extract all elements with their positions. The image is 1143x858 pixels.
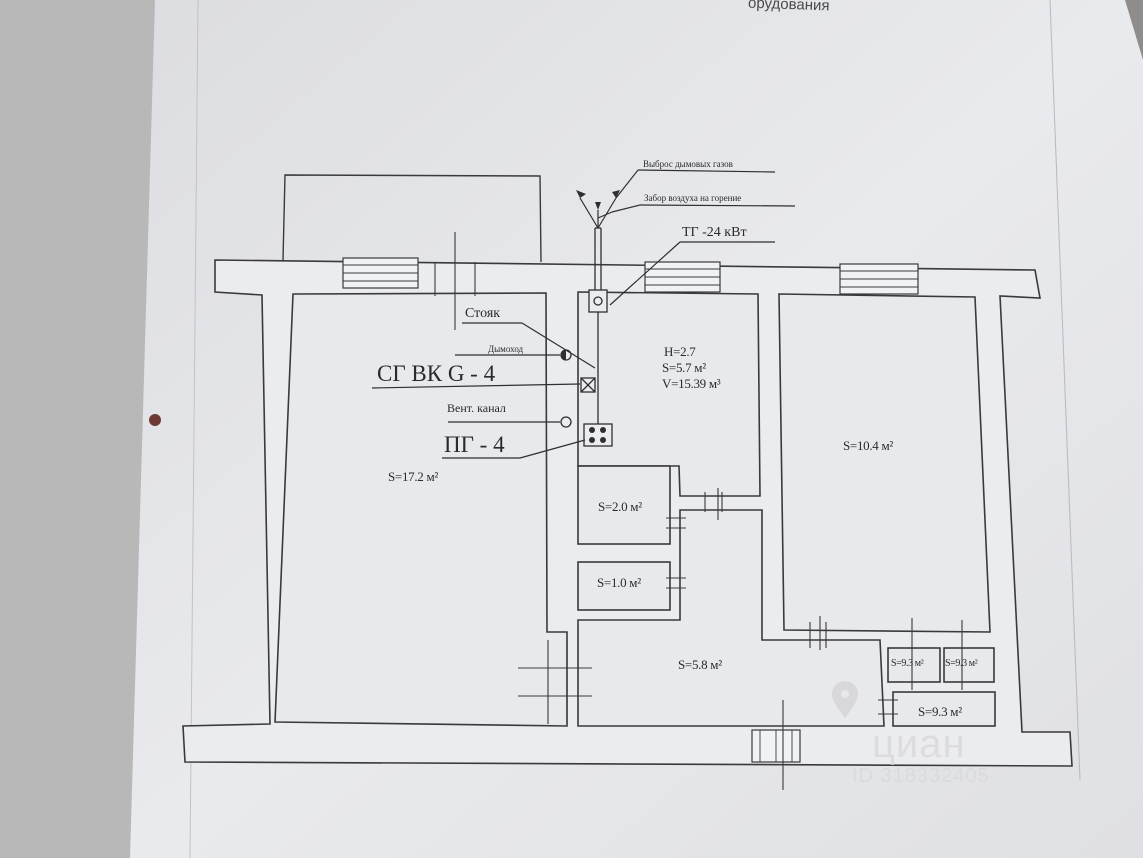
living-room [274, 292, 568, 727]
gas-meter-label: СГ ВК G - 4 [377, 361, 496, 386]
kitchen-height: H=2.7 [664, 344, 696, 359]
closet-2 [943, 647, 995, 683]
watermark-logo: циан [872, 722, 966, 766]
chimney-label: Дымоход [488, 344, 524, 354]
toilet [577, 561, 671, 611]
kitchen-volume: V=15.39 м³ [662, 376, 721, 391]
toilet-area: S=1.0 м² [597, 575, 641, 590]
pin-hole [149, 414, 161, 426]
hallway-area: S=5.8 м² [678, 657, 722, 672]
bedroom-area: S=10.4 м² [843, 438, 893, 453]
bedroom [778, 293, 991, 633]
exhaust-label: Выброс дымовых газов [643, 159, 733, 169]
closet-3 [892, 691, 996, 727]
riser-label: Стояк [465, 306, 501, 321]
living-room-area: S=17.2 м² [388, 469, 438, 484]
closet-2-area: S=9.3 м² [945, 658, 978, 669]
bathroom [577, 465, 671, 545]
document-header-fragment: орудования [747, 0, 830, 15]
vent-channel-label: Вент. канал [447, 401, 506, 415]
boiler-label: ТГ -24 кВт [682, 225, 747, 240]
hallway [577, 509, 885, 727]
closet-3-area: S=9.3 м² [918, 704, 962, 719]
closet-1 [887, 647, 941, 683]
stove-label: ПГ - 4 [444, 432, 505, 457]
watermark-listing-id: ID 318332405 [852, 765, 990, 787]
cian-pin-icon [832, 681, 858, 718]
bathroom-area: S=2.0 м² [598, 499, 642, 514]
closet-1-area: S=9.3 м² [891, 658, 924, 669]
kitchen-area: S=5.7 м² [662, 360, 706, 375]
air-intake-label: Забор воздуха на горение [644, 193, 742, 203]
